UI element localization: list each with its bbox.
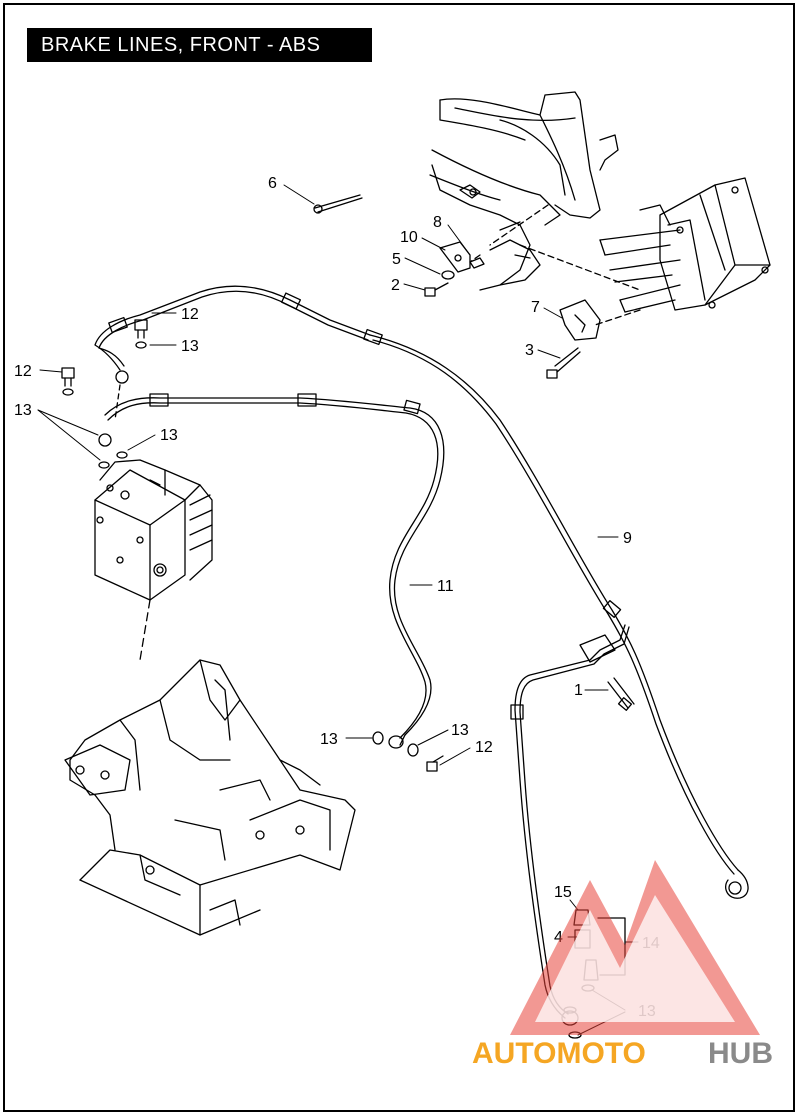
callout-12-c: 12 bbox=[475, 739, 493, 756]
small-parts bbox=[313, 194, 601, 379]
page-frame bbox=[3, 3, 795, 1112]
washer-13 bbox=[372, 731, 384, 745]
washer-13b bbox=[407, 743, 419, 757]
callout-4: 4 bbox=[554, 929, 563, 946]
callout-5: 5 bbox=[392, 251, 401, 268]
abs-mount-bracket bbox=[599, 177, 771, 313]
callout-15: 15 bbox=[554, 884, 572, 901]
callout-6: 6 bbox=[268, 175, 277, 192]
watermark-logo: AUTOMOTO HUB bbox=[472, 860, 773, 1070]
module-fittings bbox=[61, 319, 148, 469]
callout-8: 8 bbox=[433, 214, 442, 231]
bolt-1 bbox=[607, 677, 635, 711]
assembly-line-port bbox=[114, 384, 121, 421]
upper-hose bbox=[94, 285, 383, 371]
callout-1: 1 bbox=[574, 682, 583, 699]
leader-lines bbox=[37, 184, 639, 1036]
callout-13-b: 13 bbox=[14, 402, 32, 419]
callout-labels: 6 8 10 5 2 7 3 9 11 1 12 13 12 13 13 13 … bbox=[14, 175, 660, 1020]
brake-line-9 bbox=[369, 334, 749, 899]
watermark-text-secondary: HUB bbox=[708, 1037, 773, 1070]
callout-13-e: 13 bbox=[451, 722, 469, 739]
callout-10: 10 bbox=[400, 229, 418, 246]
abs-module bbox=[94, 459, 213, 601]
callout-2: 2 bbox=[391, 277, 400, 294]
callout-13-a: 13 bbox=[181, 338, 199, 355]
callout-3: 3 bbox=[525, 342, 534, 359]
callout-12-b: 12 bbox=[14, 363, 32, 380]
callout-13-c: 13 bbox=[160, 427, 178, 444]
callout-11: 11 bbox=[437, 578, 454, 595]
bolt-12-lower bbox=[426, 755, 444, 772]
watermark-text-primary: AUTOMOTO bbox=[472, 1037, 646, 1070]
hose-11 bbox=[104, 393, 445, 749]
assembly-lines-top bbox=[469, 204, 641, 326]
assembly-line-module bbox=[139, 599, 151, 661]
callout-7: 7 bbox=[531, 299, 540, 316]
callout-13-d: 13 bbox=[320, 731, 338, 748]
frame-steering-head bbox=[429, 91, 619, 291]
abs-mounting-tray bbox=[64, 659, 356, 936]
callout-9: 9 bbox=[623, 530, 632, 547]
page-title: BRAKE LINES, FRONT - ABS bbox=[27, 28, 372, 62]
callout-12-a: 12 bbox=[181, 306, 199, 323]
